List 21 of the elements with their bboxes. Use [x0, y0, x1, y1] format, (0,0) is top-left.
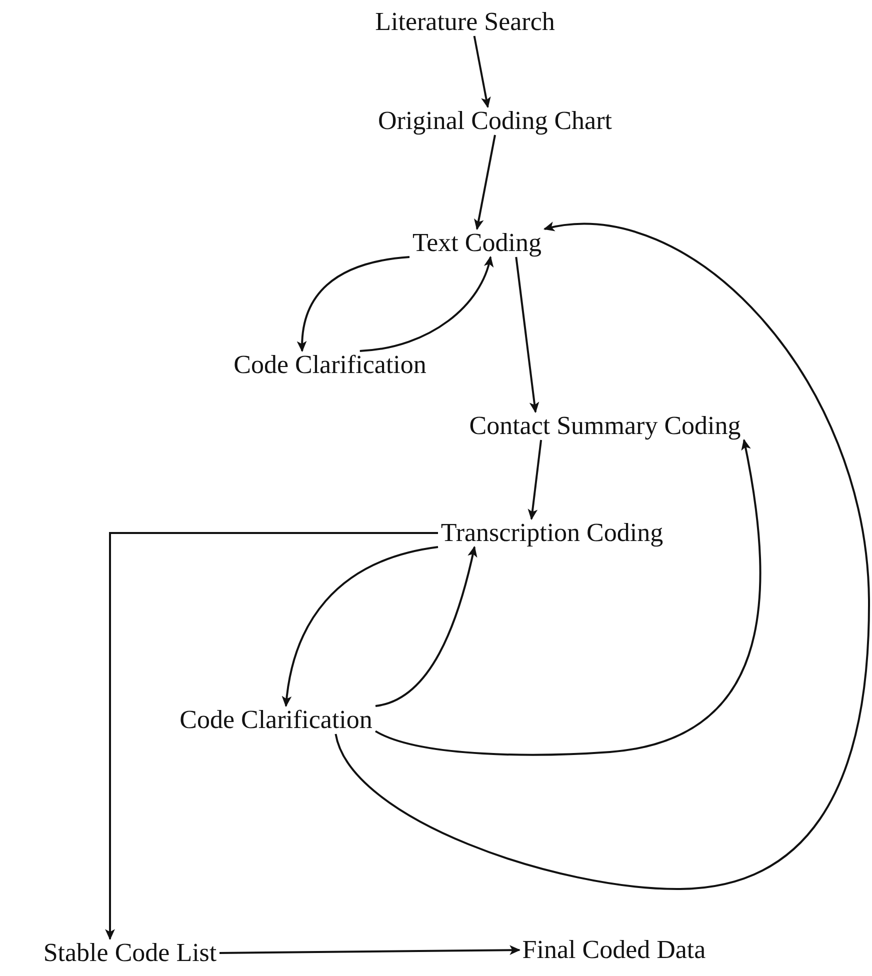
step-label: Text Coding: [410, 229, 544, 257]
step-label: Contact Summary Coding: [466, 412, 744, 440]
step-label: Code Clarification: [230, 351, 430, 379]
step-label: Final Coded Data: [519, 936, 709, 964]
arrow: [282, 546, 438, 708]
step-label: Literature Search: [372, 8, 558, 36]
step-label: Original Coding Chart: [375, 107, 615, 135]
step-label: Transcription Coding: [438, 519, 666, 547]
arrow: [375, 546, 478, 707]
arrow: [375, 438, 762, 756]
arrow: [297, 256, 410, 352]
arrow: [360, 256, 493, 352]
step-label: Code Clarification: [176, 706, 376, 734]
step-label: Stable Code List: [40, 939, 220, 967]
arrow: [334, 222, 870, 890]
arrow: [515, 256, 540, 414]
arrow: [105, 532, 438, 940]
arrow: [473, 36, 491, 108]
arrow: [528, 440, 542, 520]
arrow: [220, 945, 521, 956]
arrow: [474, 134, 496, 230]
